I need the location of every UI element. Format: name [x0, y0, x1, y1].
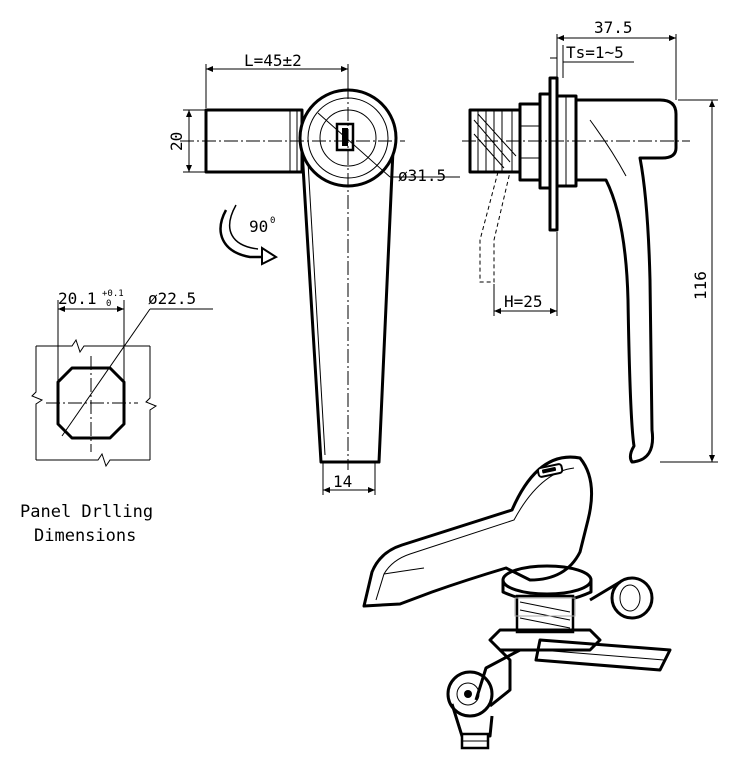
handle-profile — [576, 98, 678, 464]
isometric-view — [362, 455, 672, 750]
panel-cutout: 20.1 +0.1 0 ø22.5 Panel Drlling Dimensio… — [20, 289, 213, 546]
front-view: L=45±2 20 ø31.5 90 0 14 — [167, 51, 460, 495]
dim-depth-37-5: 37.5 — [594, 18, 633, 37]
dim-height-20: 20 — [167, 132, 186, 151]
cutout-shape — [56, 366, 126, 440]
dim-cutout-width: 20.1 — [58, 289, 97, 308]
rotation-label: 90 — [249, 217, 268, 236]
tol-lower: 0 — [106, 299, 111, 309]
dim-diameter-31-5: ø31.5 — [398, 166, 446, 185]
side-view: 37.5 Ts=1~5 116 H=25 — [462, 18, 718, 464]
dim-thickness: Ts=1~5 — [566, 43, 624, 62]
tol-upper: +0.1 — [102, 289, 124, 299]
dim-width-14: 14 — [333, 472, 352, 491]
dim-cutout-diameter: ø22.5 — [148, 289, 196, 308]
dim-height-116: 116 — [691, 271, 710, 300]
rotation-degree: 0 — [270, 216, 275, 226]
iso-handle — [362, 455, 594, 608]
panel-title-line2: Dimensions — [34, 526, 136, 546]
panel-title-line1: Panel Drlling — [20, 502, 153, 522]
dim-cam-h: H=25 — [504, 292, 543, 311]
iso-cam — [534, 638, 672, 672]
dim-length: L=45±2 — [244, 51, 302, 70]
rotation-arrow-icon — [219, 209, 270, 259]
